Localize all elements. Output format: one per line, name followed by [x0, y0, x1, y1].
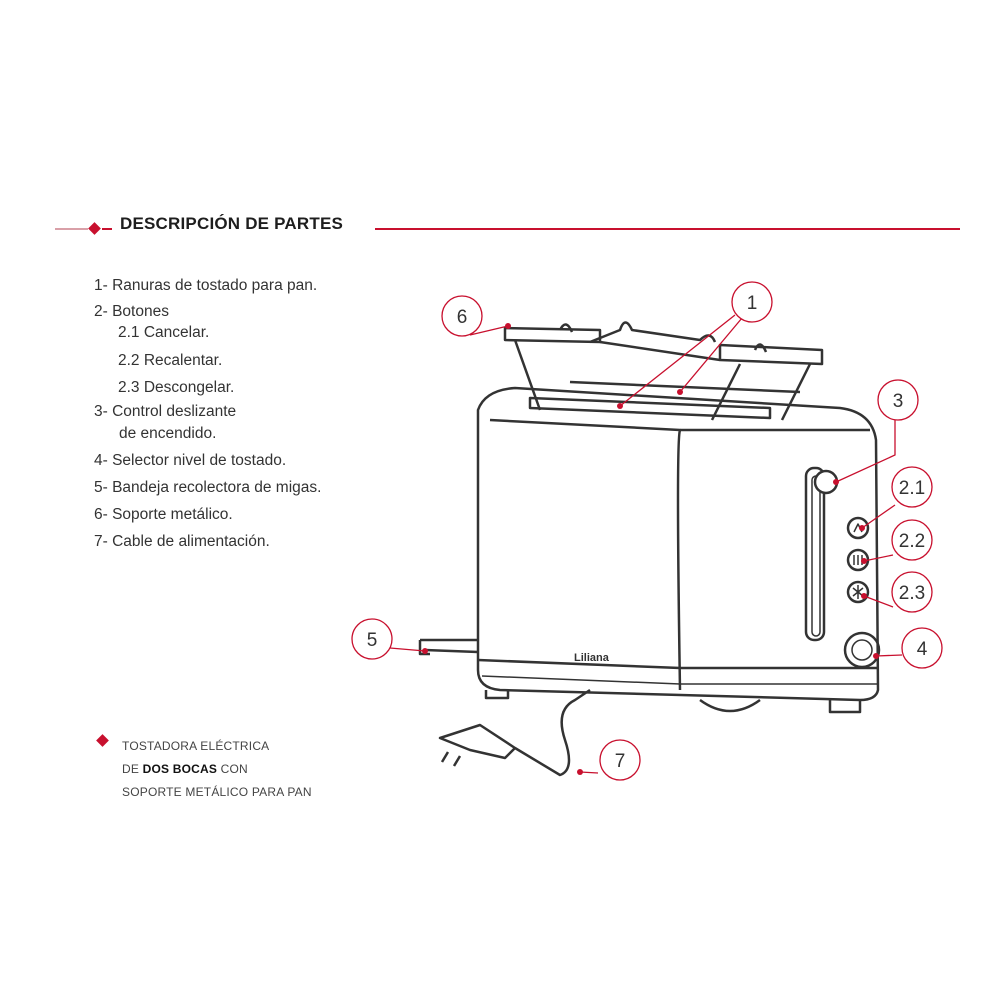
- callout-7: [599, 739, 641, 781]
- callout-label: 2.1: [899, 478, 925, 499]
- callout-label: 5: [367, 630, 378, 651]
- callout-label: 7: [615, 751, 626, 772]
- callout-label: 3: [893, 391, 904, 412]
- brand-logo: Liliana: [574, 652, 610, 664]
- callout-2-3: [891, 571, 933, 613]
- note-bold: DOS BOCAS: [142, 762, 218, 776]
- callout-4: [901, 627, 943, 669]
- leader-lines: [389, 314, 903, 774]
- part-item: 6- Soporte metálico.: [94, 506, 233, 523]
- part-item: 5- Bandeja recolectora de migas.: [94, 479, 322, 496]
- callout-label: 2.3: [899, 583, 925, 604]
- parts-list: 1- Ranuras de tostado para pan. 2- Boton…: [94, 272, 321, 555]
- note-line: DE DOS BOCAS CON: [122, 758, 312, 781]
- diamond-icon: [88, 222, 101, 235]
- part-item: 7- Cable de alimentación.: [94, 533, 270, 550]
- callout-2-1: [891, 466, 933, 508]
- product-note: TOSTADORA ELÉCTRICA DE DOS BOCAS CON SOP…: [122, 735, 312, 804]
- callout-dots: [422, 323, 879, 775]
- diamond-icon: [96, 734, 109, 747]
- part-subitem: 2.1 Cancelar.: [118, 324, 210, 341]
- callout-5: [351, 618, 393, 660]
- callout-label: 4: [917, 639, 928, 660]
- section-title: DESCRIPCIÓN DE PARTES: [120, 214, 344, 233]
- part-subitem: 2.3 Descongelar.: [118, 379, 235, 396]
- callout-label: 1: [747, 293, 758, 314]
- toaster-body: [418, 321, 881, 777]
- note-text: DE: [122, 762, 143, 776]
- callout-3: [877, 379, 919, 421]
- part-item: 2- Botones: [94, 303, 169, 320]
- callout-1: [731, 281, 773, 323]
- part-subitem: 2.2 Recalentar.: [118, 352, 223, 369]
- part-item: 3- Control deslizante: [94, 403, 237, 420]
- callout-label: 2.2: [899, 531, 925, 552]
- note-text: CON: [217, 762, 248, 776]
- note-line: TOSTADORA ELÉCTRICA: [122, 739, 270, 753]
- callout-2-2: [891, 519, 933, 561]
- part-item-cont: de encendido.: [119, 425, 217, 442]
- part-item: 4- Selector nivel de tostado.: [94, 452, 287, 469]
- callout-6: [441, 295, 483, 337]
- part-item: 1- Ranuras de tostado para pan.: [94, 277, 318, 294]
- note-line: SOPORTE METÁLICO PARA PAN: [122, 785, 312, 799]
- callout-label: 6: [457, 307, 468, 328]
